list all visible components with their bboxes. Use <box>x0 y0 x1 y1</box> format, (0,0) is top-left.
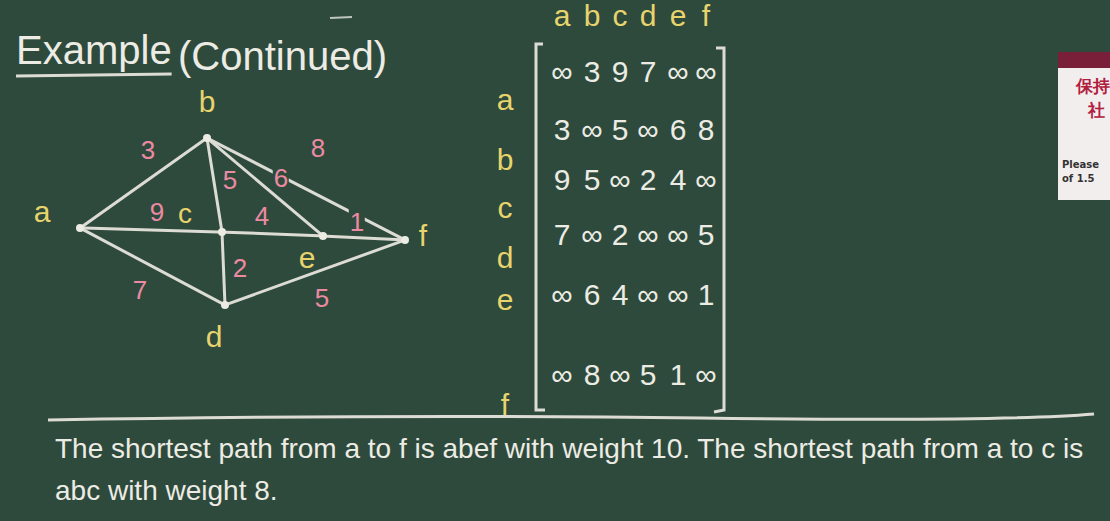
graph-edge <box>208 142 222 228</box>
sign-text: Please <box>1062 160 1099 170</box>
matrix-cell: ∞ <box>551 360 572 390</box>
matrix-cell: 6 <box>670 115 687 145</box>
row-header: b <box>497 145 514 175</box>
graph-vertex: d <box>221 301 229 309</box>
row-header: e <box>497 285 514 315</box>
graph-vertex: e <box>319 232 327 240</box>
graph-edge <box>327 236 401 240</box>
matrix-cell: ∞ <box>695 165 716 195</box>
title: Example <box>16 30 172 70</box>
graph-edge <box>211 140 402 238</box>
column-header: a <box>554 1 571 31</box>
title-underline <box>16 74 172 76</box>
matrix-cell: 1 <box>670 360 687 390</box>
edge-weight: 8 <box>310 135 326 161</box>
matrix-cell: 6 <box>584 280 601 310</box>
matrix-cell: ∞ <box>581 220 602 250</box>
chalk-mark <box>330 17 352 18</box>
edge-weight: 1 <box>349 209 365 235</box>
sign-text: 社 <box>1088 102 1105 119</box>
vertex-name: d <box>206 322 223 352</box>
matrix-cell: 7 <box>554 220 571 250</box>
graph-edge <box>222 236 225 301</box>
matrix-bracket <box>536 44 545 410</box>
sign-text: of 1.5 <box>1062 174 1094 184</box>
matrix-cell: 3 <box>584 57 601 87</box>
edge-weight: 7 <box>132 277 148 303</box>
edge-weight: 3 <box>140 137 156 163</box>
graph-edge <box>84 228 218 232</box>
matrix-cell: 5 <box>698 220 715 250</box>
matrix-cell: 4 <box>612 280 629 310</box>
matrix-cell: 9 <box>554 165 571 195</box>
column-header: d <box>640 1 657 31</box>
graph-vertex: f <box>401 236 409 244</box>
matrix-cell: ∞ <box>637 220 658 250</box>
matrix-cell: 8 <box>584 360 601 390</box>
vertex-name: f <box>419 221 427 251</box>
matrix-cell: ∞ <box>637 280 658 310</box>
matrix-cell: ∞ <box>637 115 658 145</box>
matrix-cell: ∞ <box>551 57 572 87</box>
row-header: d <box>497 243 514 273</box>
graph-edge <box>226 232 319 236</box>
matrix-cell: 5 <box>640 360 657 390</box>
edge-weight: 4 <box>254 203 270 229</box>
column-header: b <box>584 1 601 31</box>
matrix-cell: ∞ <box>695 360 716 390</box>
matrix-cell: ∞ <box>695 57 716 87</box>
matrix-cell: ∞ <box>551 280 572 310</box>
matrix-cell: ∞ <box>609 360 630 390</box>
row-header: c <box>498 193 513 223</box>
vertex-name: c <box>178 200 192 228</box>
row-header: f <box>501 390 509 420</box>
matrix-cell: 7 <box>640 57 657 87</box>
row-header: a <box>497 85 514 115</box>
matrix-cell: ∞ <box>667 280 688 310</box>
matrix-cell: 2 <box>640 165 657 195</box>
graph-vertex: c <box>218 228 226 236</box>
graph-vertex: b <box>203 134 211 142</box>
matrix-cell: ∞ <box>581 115 602 145</box>
column-header: c <box>613 1 628 31</box>
matrix-cell: ∞ <box>609 165 630 195</box>
column-header: e <box>670 1 687 31</box>
notice-sign <box>1058 52 1110 200</box>
matrix-cell: 5 <box>612 115 629 145</box>
matrix-cell: 5 <box>584 165 601 195</box>
edge-weight: 2 <box>232 255 248 281</box>
caption: The shortest path from a to f is abef wi… <box>55 428 1095 512</box>
edge-weight: 5 <box>222 167 238 193</box>
column-header: f <box>702 1 710 31</box>
matrix-cell: 3 <box>554 115 571 145</box>
edge-weight: 6 <box>273 165 289 191</box>
matrix-cell: 2 <box>612 220 629 250</box>
matrix-cell: 9 <box>612 57 629 87</box>
sign-text: 保持 <box>1076 78 1110 95</box>
edge-weight: 5 <box>314 285 330 311</box>
graph-edge <box>84 230 222 303</box>
matrix-cell: ∞ <box>667 220 688 250</box>
matrix-cell: ∞ <box>667 57 688 87</box>
vertex-name: e <box>299 243 316 273</box>
divider-line <box>48 414 1094 420</box>
edge-weight: 9 <box>149 199 165 225</box>
graph-vertex: a <box>76 224 84 232</box>
notice-strip <box>1058 52 1110 68</box>
vertex-name: a <box>34 197 51 227</box>
matrix-cell: 8 <box>698 115 715 145</box>
subtitle: (Continued) <box>178 36 387 76</box>
vertex-name: b <box>199 87 216 117</box>
matrix-bracket <box>714 48 724 412</box>
matrix-cell: 1 <box>698 280 715 310</box>
matrix-cell: 4 <box>670 165 687 195</box>
